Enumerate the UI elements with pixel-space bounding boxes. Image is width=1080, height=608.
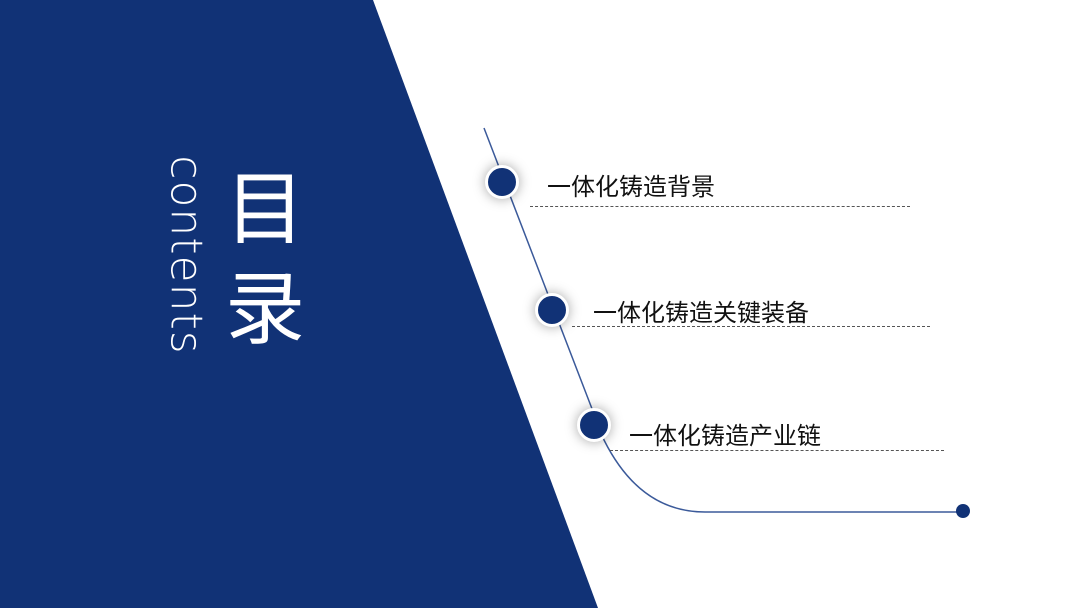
- title-char-2: 录: [225, 263, 305, 356]
- item-2-label[interactable]: 一体化铸造关键装备: [593, 299, 809, 327]
- item-3-divider: [610, 450, 944, 451]
- timeline-end-dot: [956, 504, 970, 518]
- timeline-line: [483, 127, 962, 513]
- item-1-divider: [530, 206, 910, 207]
- item-2-divider: [572, 326, 930, 327]
- blue-diagonal-panel: [0, 0, 598, 608]
- item-1-bullet-icon: [485, 165, 519, 199]
- title-chinese: 目 录: [220, 160, 310, 360]
- item-2-bullet-icon: [535, 293, 569, 327]
- item-1-label[interactable]: 一体化铸造背景: [547, 173, 715, 201]
- title-english: contents: [160, 155, 212, 355]
- title-char-1: 目: [225, 163, 305, 256]
- item-3-label[interactable]: 一体化铸造产业链: [629, 422, 821, 450]
- item-3-bullet-icon: [577, 408, 611, 442]
